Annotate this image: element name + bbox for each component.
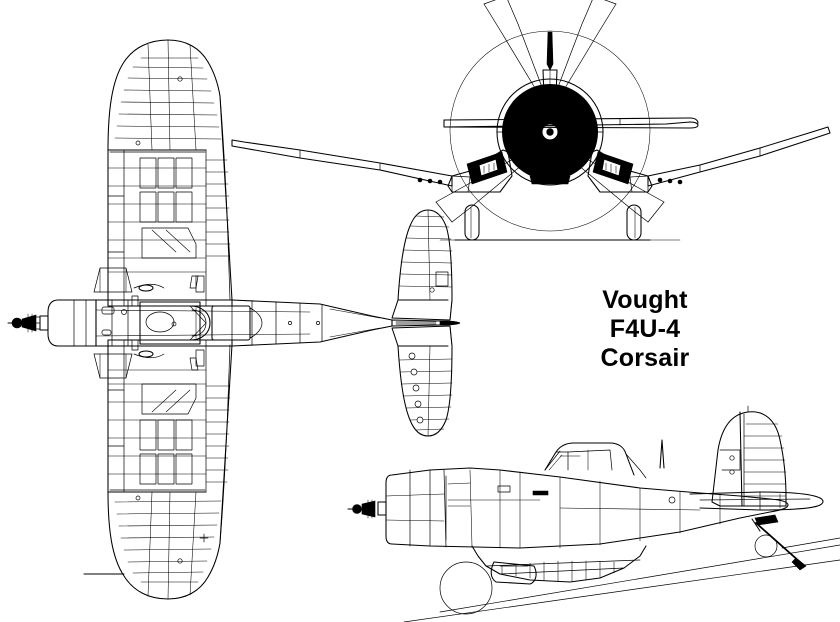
side-horizontal-stabilizer: [689, 491, 824, 511]
side-aerial-mast: [659, 439, 665, 469]
plan-right-wing-tip-ribs: [114, 500, 222, 583]
plan-left-wing-inboard-structure: [107, 167, 207, 273]
side-vertical-tail: [711, 405, 787, 507]
front-engine-cowling: [496, 78, 604, 186]
side-engine-cowling: [385, 469, 471, 548]
side-ground-line-2: [439, 544, 840, 613]
plan-left-wing-gun-bays: [139, 157, 193, 223]
propeller-arc-circle: [449, 30, 651, 232]
plan-right-wing-gun-bays: [139, 419, 193, 485]
caption-line-model-name: Corsair: [600, 344, 690, 372]
caption-line-designation: F4U-4: [609, 315, 681, 343]
caption-line-manufacturer: Vought: [602, 286, 688, 314]
front-horizontal-stabilizer: [443, 117, 699, 129]
plan-view: [7, 39, 461, 600]
aircraft-caption: Vought F4U-4 Corsair: [560, 286, 730, 373]
side-ground-line-1: [403, 559, 840, 622]
plan-elevator-hinge-line: [408, 352, 424, 424]
plan-right-aileron-ribs: [205, 385, 231, 483]
front-view: [231, 0, 831, 241]
front-left-inner-wing: [231, 139, 513, 193]
front-right-inner-wing: [587, 126, 831, 193]
plan-tail-upper-ribs: [398, 215, 453, 288]
side-propeller-hub: [347, 499, 387, 519]
side-canopy: [544, 442, 647, 479]
plan-left-wing: [107, 39, 233, 307]
propeller-blades: [435, 0, 665, 223]
plan-right-wing: [107, 339, 233, 600]
side-view: [347, 405, 840, 622]
plan-right-wing-inboard-structure: [107, 369, 207, 475]
plan-horizontal-tail: [391, 209, 461, 437]
side-tail-assembly: [751, 514, 840, 571]
plan-left-wing-tip-ribs: [114, 57, 222, 140]
side-main-wheel-circle: [439, 561, 493, 615]
plan-propeller-hub: [7, 313, 49, 333]
plan-fuselage: [47, 267, 393, 379]
side-wing-root: [471, 545, 647, 585]
front-landing-gear: [464, 204, 642, 241]
plan-tail-lower-ribs: [398, 358, 453, 431]
side-fuselage-seams: [447, 469, 721, 549]
plan-left-aileron-ribs: [205, 159, 231, 257]
side-rudder-ribs: [743, 423, 787, 497]
